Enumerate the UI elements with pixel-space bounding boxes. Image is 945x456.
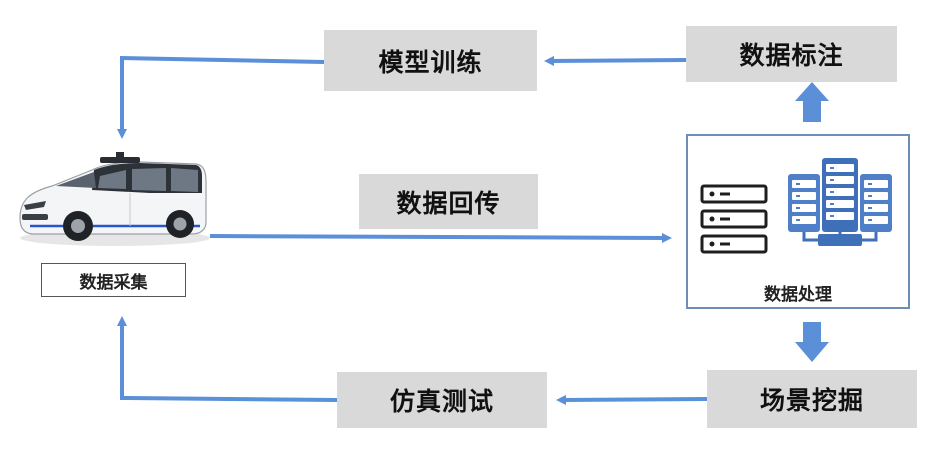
node-data-processing: 数据处理 (686, 134, 910, 309)
arrow-process-to-mine (795, 322, 829, 362)
server-cluster-icon (788, 158, 892, 246)
node-scenario-mining: 场景挖掘 (707, 370, 917, 428)
node-simulation-test: 仿真测试 (337, 372, 547, 428)
arrow-mine-to-sim (556, 394, 708, 405)
arrow-sim-to-collect (117, 316, 338, 402)
arrow-label-to-train (544, 55, 687, 66)
arrow-collect-to-process (209, 232, 672, 243)
node-model-training: 模型训练 (324, 30, 537, 91)
processing-label: 数据处理 (764, 285, 832, 305)
server-rack-outline-icon (700, 184, 768, 254)
arrow-train-to-collect (117, 55, 325, 139)
processing-icons (700, 158, 892, 254)
node-data-labeling: 数据标注 (686, 26, 897, 82)
arrow-process-to-label (795, 82, 829, 122)
node-data-return: 数据回传 (359, 174, 538, 229)
node-data-collection: 数据采集 (41, 263, 186, 297)
autonomous-van-icon (19, 152, 210, 246)
